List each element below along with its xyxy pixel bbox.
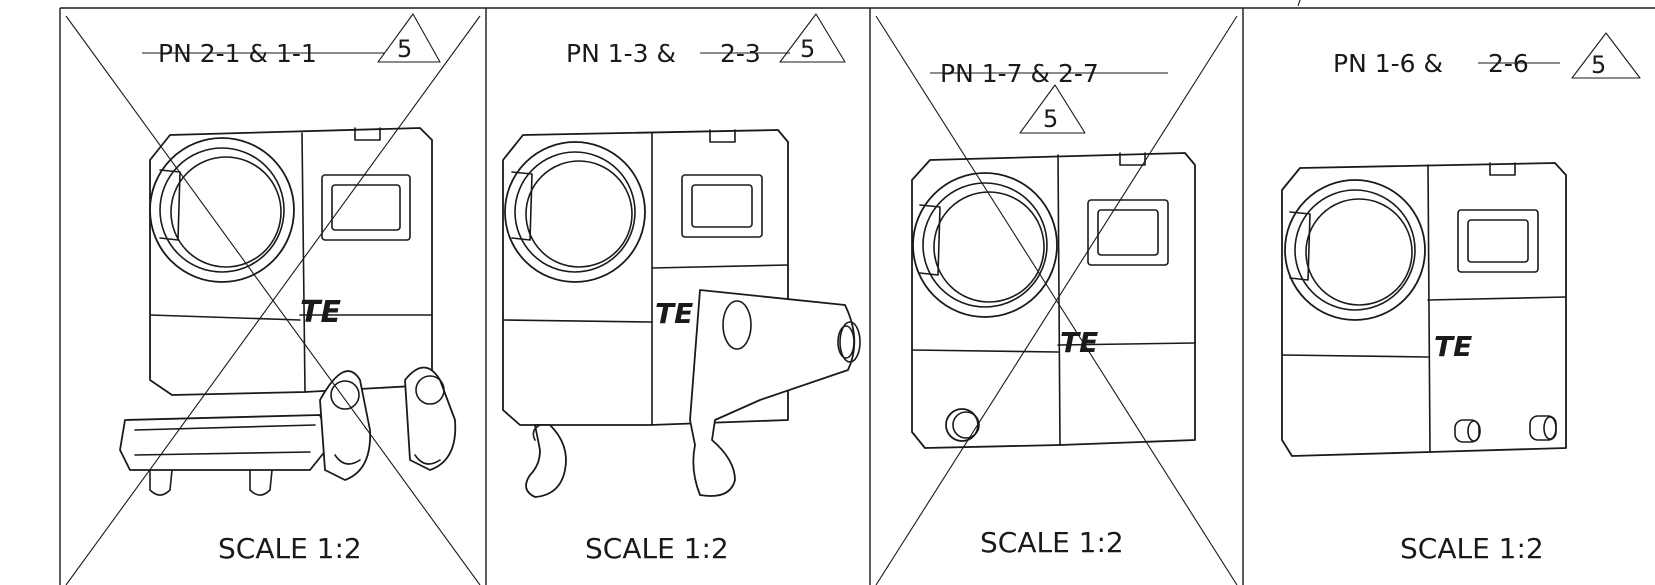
housing-drawing-1: TE xyxy=(149,127,433,396)
revision-triangle: 5 xyxy=(377,13,441,63)
panel-2: TE PN 1-3 & 2-3 5 SCALE 1:2 xyxy=(502,13,861,565)
revision-number: 5 xyxy=(1591,51,1606,79)
cross-out-1 xyxy=(65,15,481,585)
revision-number: 5 xyxy=(800,35,815,63)
revision-number: 5 xyxy=(1043,105,1058,133)
revision-triangle: 5 xyxy=(779,13,846,63)
panel-frame xyxy=(59,0,1655,585)
revision-triangle: 5 xyxy=(1019,84,1086,134)
te-logo: TE xyxy=(1060,326,1098,359)
te-logo: TE xyxy=(655,297,693,330)
housing-drawing-4: TE xyxy=(1281,162,1567,457)
part-number-label: PN 1-6 & xyxy=(1333,49,1443,78)
panel-1: TE PN 2-1 & 1-1 5 SCALE 1:2 xyxy=(65,13,481,585)
cross-out-3 xyxy=(875,15,1238,585)
scale-label: SCALE 1:2 xyxy=(980,526,1124,559)
bracket-drawing-2 xyxy=(525,289,861,498)
revision-triangle: 5 xyxy=(1571,32,1641,79)
panel-4: TE PN 1-6 & 2-6 5 SCALE 1:2 xyxy=(1281,32,1641,565)
revision-number: 5 xyxy=(397,35,412,63)
te-logo: TE xyxy=(300,295,341,330)
scale-label: SCALE 1:2 xyxy=(218,532,362,565)
panel-3: TE PN 1-7 & 2-7 5 SCALE 1:2 xyxy=(875,15,1238,585)
scale-label: SCALE 1:2 xyxy=(585,532,729,565)
housing-drawing-3: TE xyxy=(911,152,1196,449)
clamp-drawing-1 xyxy=(119,366,457,496)
scale-label: SCALE 1:2 xyxy=(1400,532,1544,565)
te-logo: TE xyxy=(1434,330,1472,363)
part-number-label: PN 1-3 & xyxy=(566,39,676,68)
